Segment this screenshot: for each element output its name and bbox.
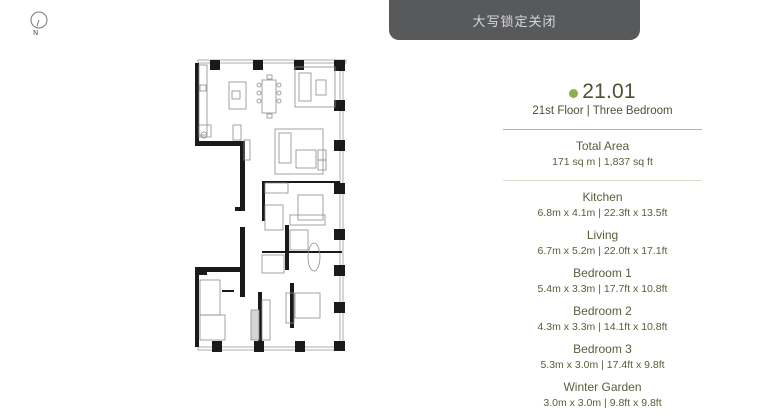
room-dimensions: 4.3m x 3.3m | 14.1ft x 10.8ft (537, 321, 668, 333)
compass-north-icon: N (28, 10, 50, 37)
room-winter-garden: Winter Garden 3.0m x 3.0m | 9.8ft x 9.8f… (503, 378, 702, 416)
floor-plan (190, 55, 360, 360)
room-dimensions: 5.4m x 3.3m | 17.7ft x 10.8ft (537, 283, 668, 295)
compass-label: N (33, 29, 38, 36)
divider (503, 180, 702, 181)
room-dimensions: 3.0m x 3.0m | 9.8ft x 9.8ft (543, 397, 662, 409)
room-dimensions: 6.7m x 5.2m | 22.0ft x 17.1ft (537, 245, 668, 257)
unit-header: 21.01 (503, 80, 702, 104)
room-name: Living (586, 228, 619, 242)
room-name: Bedroom 2 (573, 304, 632, 318)
room-name: Bedroom 1 (573, 266, 632, 280)
total-area-title: Total Area (575, 139, 630, 153)
toast-text: 大写锁定关闭 (472, 14, 557, 30)
divider (503, 129, 702, 130)
room-dimensions: 6.8m x 4.1m | 22.3ft x 13.5ft (537, 207, 668, 219)
room-name: Bedroom 3 (573, 342, 632, 356)
total-area-value: 171 sq m | 1,837 sq ft (552, 156, 653, 168)
unit-info-panel: 21.01 21st Floor | Three Bedroom Total A… (503, 80, 702, 416)
room-list: Kitchen 6.8m x 4.1m | 22.3ft x 13.5ft Li… (503, 188, 702, 416)
room-bedroom-3: Bedroom 3 5.3m x 3.0m | 17.4ft x 9.8ft (503, 340, 702, 378)
availability-dot-icon (569, 88, 579, 98)
room-bedroom-2: Bedroom 2 4.3m x 3.3m | 14.1ft x 10.8ft (503, 302, 702, 340)
room-name: Winter Garden (563, 380, 642, 394)
room-kitchen: Kitchen 6.8m x 4.1m | 22.3ft x 13.5ft (503, 188, 702, 226)
total-area: Total Area 171 sq m | 1,837 sq ft (503, 139, 702, 169)
room-name: Kitchen (582, 190, 623, 204)
room-dimensions: 5.3m x 3.0m | 17.4ft x 9.8ft (540, 359, 665, 371)
unit-subtitle: 21st Floor | Three Bedroom (532, 105, 673, 117)
caps-lock-toast: 大写锁定关闭 (389, 0, 640, 40)
room-bedroom-1: Bedroom 1 5.4m x 3.3m | 17.7ft x 10.8ft (503, 264, 702, 302)
room-living: Living 6.7m x 5.2m | 22.0ft x 17.1ft (503, 226, 702, 264)
unit-number: 21.01 (582, 80, 636, 103)
